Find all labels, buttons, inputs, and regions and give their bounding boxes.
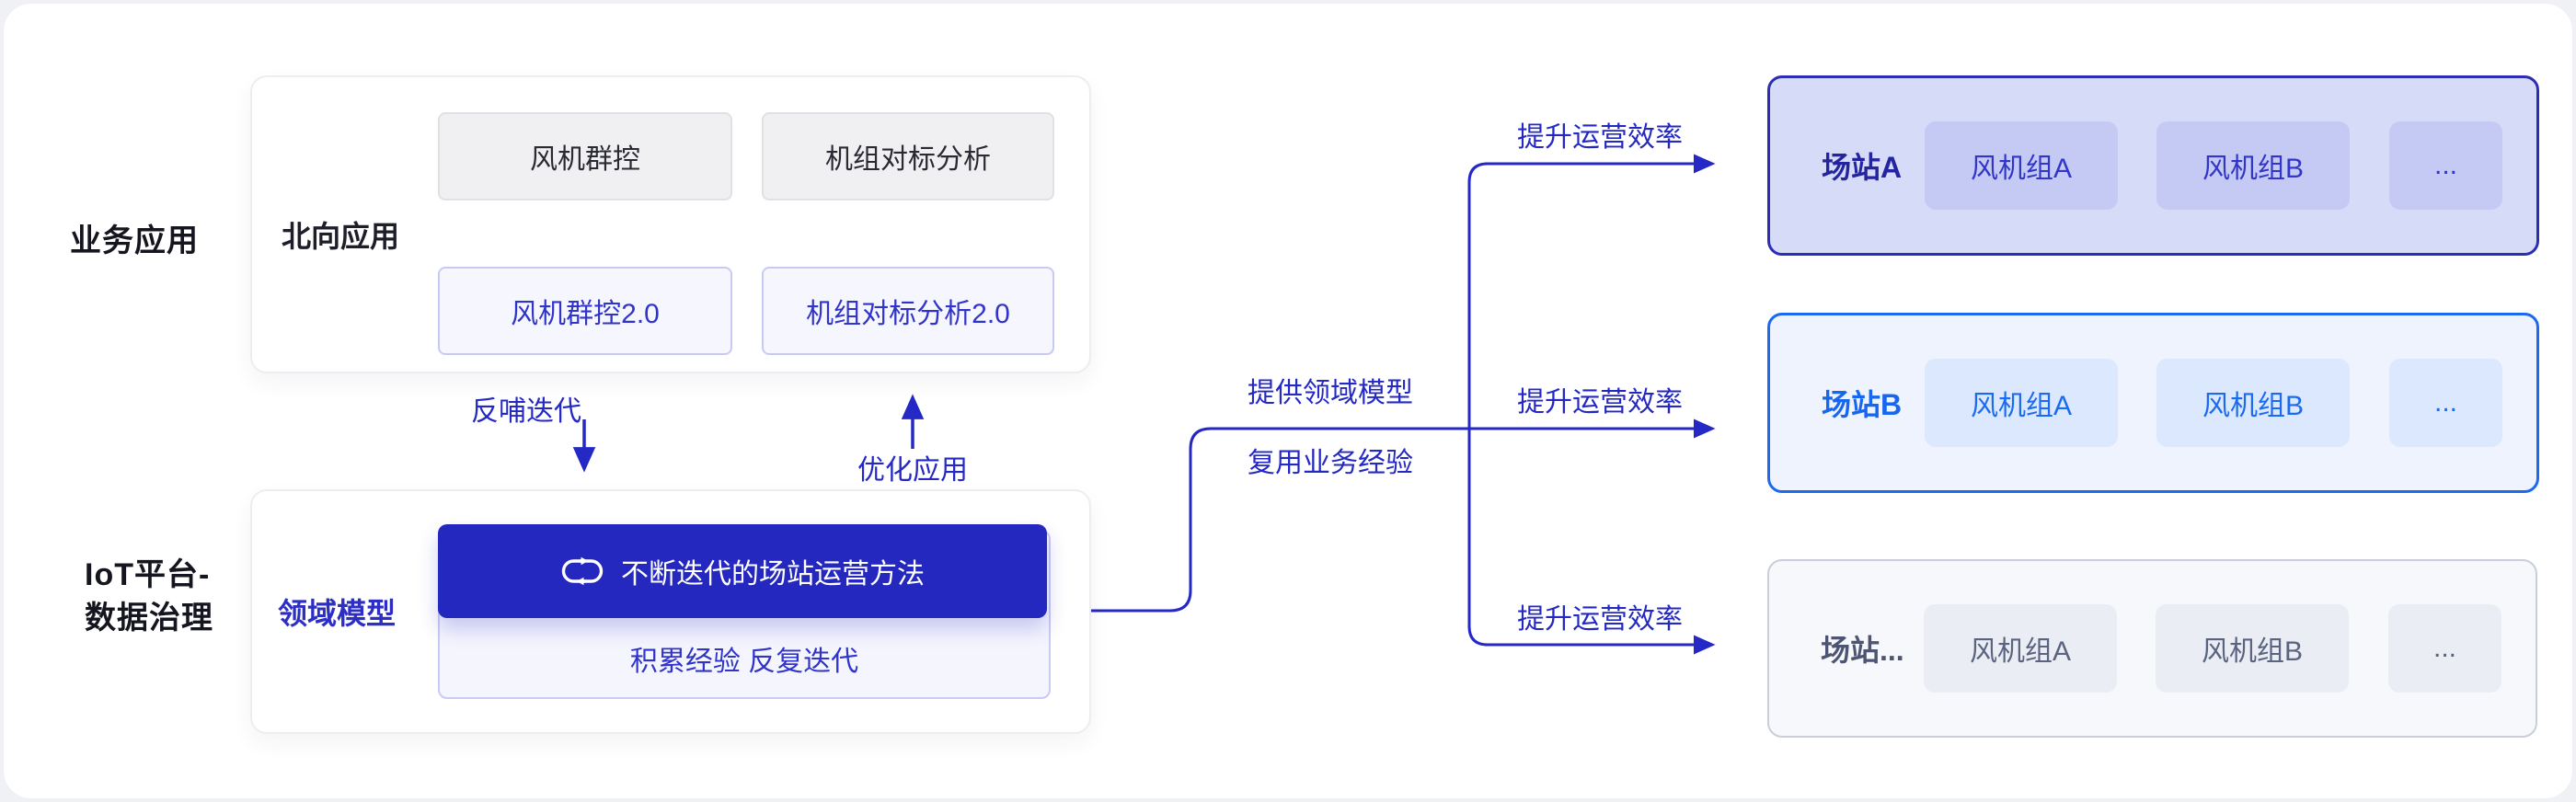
fan-group-chip: 风机组A xyxy=(1924,604,2117,693)
more-groups-chip: ... xyxy=(2388,604,2501,693)
app-box-fan-group-control-v2: 风机群控2.0 xyxy=(438,267,732,355)
diagram-canvas: 业务应用 IoT平台- 数据治理 北向应用 风机群控 机组对标分析 风机群控2.… xyxy=(4,4,2572,798)
method-banner-text: 不断迭代的场站运营方法 xyxy=(621,559,925,590)
iot-platform-label: IoT平台- 数据治理 xyxy=(85,554,213,640)
efficiency-label-3: 提升运营效率 xyxy=(1517,604,1683,635)
station-name: 场站... xyxy=(1821,634,1904,667)
more-groups-chip: ... xyxy=(2389,359,2502,447)
northbound-title: 北向应用 xyxy=(282,220,400,253)
app-box-fan-group-control: 风机群控 xyxy=(438,112,732,200)
loop-icon xyxy=(561,556,604,586)
wire-branch-vertical-top xyxy=(1467,162,1489,429)
wire-domain-to-branch xyxy=(1086,427,1469,613)
fan-group-chip: 风机组A xyxy=(1925,121,2118,210)
method-banner: 不断迭代的场站运营方法 xyxy=(438,524,1047,618)
optimize-app-label: 优化应用 xyxy=(857,455,968,486)
station-name: 场站A xyxy=(1822,151,1903,184)
app-box-unit-benchmark-v2: 机组对标分析2.0 xyxy=(762,267,1054,355)
wire-branch-vertical-bottom xyxy=(1467,429,1489,647)
efficiency-label-1: 提升运营效率 xyxy=(1517,122,1683,153)
fan-group-chip: 风机组B xyxy=(2156,604,2349,693)
domain-model-title: 领域模型 xyxy=(278,597,397,630)
provide-domain-model-label: 提供领域模型 xyxy=(1248,378,1413,408)
fan-group-chip: 风机组B xyxy=(2156,121,2350,210)
station-card-more: 场站... 风机组A 风机组B ... xyxy=(1767,559,2537,738)
connector-wires xyxy=(571,154,1716,655)
feedback-iterate-label: 反哺迭代 xyxy=(471,396,581,427)
experience-text: 积累经验 反复迭代 xyxy=(629,647,859,677)
reuse-business-experience-label: 复用业务经验 xyxy=(1248,448,1413,478)
fan-group-chip: 风机组A xyxy=(1925,359,2118,447)
iot-platform-label-line1: IoT平台- xyxy=(85,557,211,592)
fan-group-chip: 风机组B xyxy=(2156,359,2350,447)
efficiency-label-2: 提升运营效率 xyxy=(1517,387,1683,418)
more-groups-chip: ... xyxy=(2389,121,2502,210)
station-card-a: 场站A 风机组A 风机组B ... xyxy=(1767,75,2539,256)
iot-platform-label-line2: 数据治理 xyxy=(85,601,213,636)
business-apps-label: 业务应用 xyxy=(70,223,199,258)
station-card-b: 场站B 风机组A 风机组B ... xyxy=(1767,313,2539,493)
station-name: 场站B xyxy=(1822,388,1903,421)
app-box-unit-benchmark: 机组对标分析 xyxy=(762,112,1054,200)
